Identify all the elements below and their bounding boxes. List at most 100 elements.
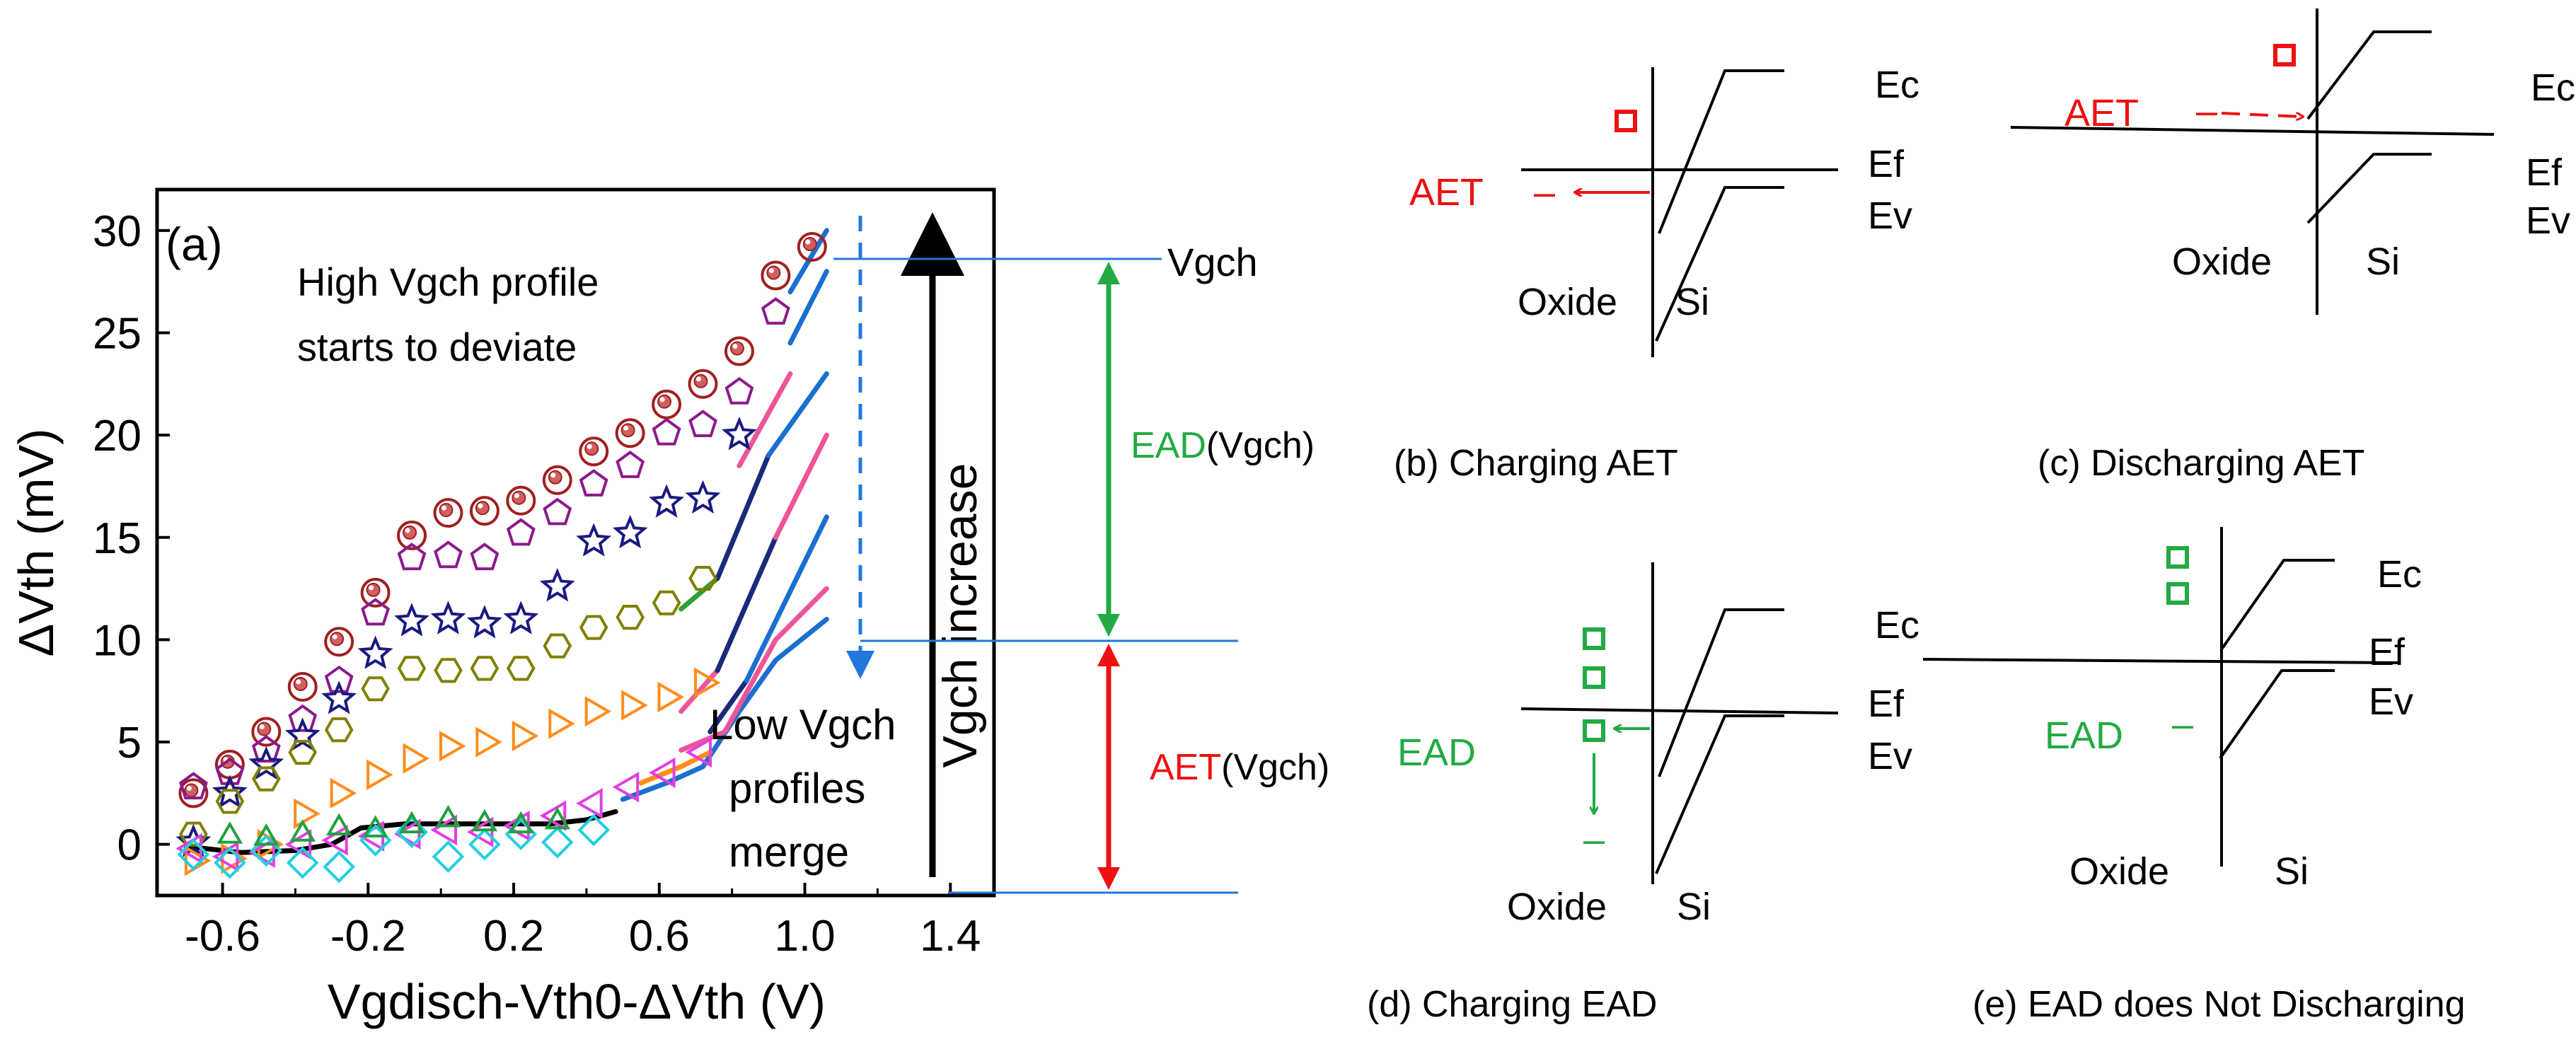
- data-point-circle-dot: [469, 496, 499, 526]
- data-point-diamond: [359, 824, 392, 857]
- data-point-circle-dot: [324, 627, 354, 657]
- data-point-triangle-up: [216, 821, 243, 844]
- b-ev: Ev: [1868, 195, 1912, 237]
- b-minus: –: [1534, 171, 1555, 214]
- d-minus: –: [1583, 818, 1605, 861]
- e-si: Si: [2275, 850, 2309, 893]
- data-point-diamond: [577, 813, 611, 847]
- data-point-circle-dot: [178, 778, 209, 809]
- band-diagram-c: – AET Ec Ef Ev Oxide Si (c) Discharging …: [2010, 8, 2575, 484]
- fit-line: [737, 371, 793, 469]
- data-point-hexagon: [470, 656, 499, 681]
- x-tick-label: 0.2: [483, 912, 544, 961]
- annotation-low-vgch-3: merge: [729, 828, 849, 876]
- data-point-diamond: [323, 850, 356, 883]
- data-point-star: [685, 480, 721, 514]
- c-ef: Ef: [2526, 151, 2563, 194]
- e-ec: Ec: [2377, 553, 2422, 596]
- data-point-circle-dot: [433, 498, 463, 528]
- ead-label: EAD(Vgch): [1131, 425, 1315, 466]
- data-point-circle-dot: [360, 577, 391, 608]
- y-tick-label: 0: [117, 821, 141, 870]
- data-point-pentagon: [543, 497, 572, 526]
- data-point-diamond: [432, 840, 465, 873]
- data-point-triangle-left: [466, 816, 494, 847]
- x-tick-label: -0.6: [185, 912, 260, 961]
- aet-label: AET(Vgch): [1150, 747, 1329, 788]
- data-point-hexagon: [506, 656, 536, 681]
- data-point-circle-dot: [688, 369, 718, 399]
- data-point-hexagon: [652, 590, 681, 615]
- data-point-triangle-up: [253, 823, 279, 846]
- data-point-star: [321, 680, 357, 714]
- data-point-triangle-right: [694, 667, 721, 698]
- data-point-circle-dot: [761, 260, 791, 291]
- data-point-circle-dot: [251, 717, 282, 747]
- trap-square-icon: [2166, 582, 2189, 605]
- data-point-circle-dot: [797, 231, 827, 262]
- data-point-pentagon: [288, 704, 318, 732]
- data-point-triangle-up: [508, 811, 534, 834]
- annotation-high-vgch-1: High Vgch profile: [297, 260, 599, 304]
- data-point-pentagon: [724, 376, 754, 405]
- data-point-triangle-up: [362, 815, 388, 838]
- b-ec: Ec: [1875, 64, 1919, 106]
- vgch-brackets: Vgch EAD(Vgch) AET(Vgch): [833, 240, 1329, 894]
- data-markers: [175, 231, 827, 883]
- data-point-triangle-right: [403, 743, 429, 774]
- x-axis-label: Vgdisch-Vth0-ΔVth (V): [328, 974, 826, 1029]
- data-point-pentagon: [579, 469, 608, 497]
- y-tick-label: 5: [117, 719, 141, 767]
- data-point-triangle-right: [439, 731, 466, 762]
- c-oxide: Oxide: [2172, 240, 2272, 283]
- d-si: Si: [1677, 886, 1711, 928]
- data-point-star: [212, 775, 248, 809]
- data-point-hexagon: [324, 717, 354, 743]
- data-point-star: [722, 416, 757, 451]
- data-point-hexagon: [616, 605, 645, 630]
- fit-line: [787, 269, 829, 346]
- data-point-pentagon: [470, 543, 499, 571]
- c-caption: (c) Discharging AET: [2038, 443, 2364, 484]
- y-tick-label: 10: [93, 616, 141, 665]
- data-point-hexagon: [579, 615, 608, 640]
- y-tick-label: 20: [93, 412, 141, 460]
- b-caption: (b) Charging AET: [1394, 443, 1678, 484]
- data-point-diamond: [250, 834, 283, 867]
- annotation-low-vgch-1: Low Vgch: [710, 701, 896, 748]
- panel-label-a: (a): [166, 218, 223, 270]
- data-point-star: [539, 568, 575, 602]
- c-trap-label: AET: [2064, 92, 2139, 134]
- data-point-hexagon: [688, 566, 717, 591]
- c-minus: –: [2196, 90, 2217, 132]
- data-point-triangle-up: [326, 813, 352, 835]
- data-point-star: [576, 523, 612, 557]
- data-point-hexagon: [397, 656, 427, 681]
- e-minus: –: [2172, 703, 2193, 746]
- data-point-triangle-right: [584, 696, 612, 727]
- d-trap-label: EAD: [1397, 731, 1476, 774]
- data-point-triangle-left: [612, 772, 640, 803]
- data-point-star: [394, 603, 429, 637]
- data-point-circle-dot: [542, 465, 572, 495]
- trap-square-icon: [1583, 627, 1605, 650]
- data-point-star: [503, 601, 539, 634]
- data-point-star: [430, 601, 466, 634]
- b-oxide: Oxide: [1518, 281, 1617, 323]
- trap-square-icon: [2166, 546, 2189, 569]
- data-point-triangle-right: [294, 798, 320, 829]
- data-point-triangle-up: [289, 819, 316, 842]
- fit-line: [766, 371, 829, 458]
- data-point-triangle-left: [539, 800, 567, 831]
- fit-line: [773, 432, 829, 540]
- data-point-triangle-right: [621, 690, 648, 721]
- data-point-pentagon: [251, 735, 281, 763]
- data-point-circle-dot: [506, 485, 536, 516]
- data-point-star: [649, 484, 685, 518]
- data-point-triangle-up: [398, 811, 425, 834]
- data-point-star: [612, 514, 648, 549]
- band-diagram-d: – EAD Ec Ef Ev Oxide Si (d) Charging EAD: [1367, 562, 1919, 1025]
- data-point-triangle-left: [430, 814, 457, 846]
